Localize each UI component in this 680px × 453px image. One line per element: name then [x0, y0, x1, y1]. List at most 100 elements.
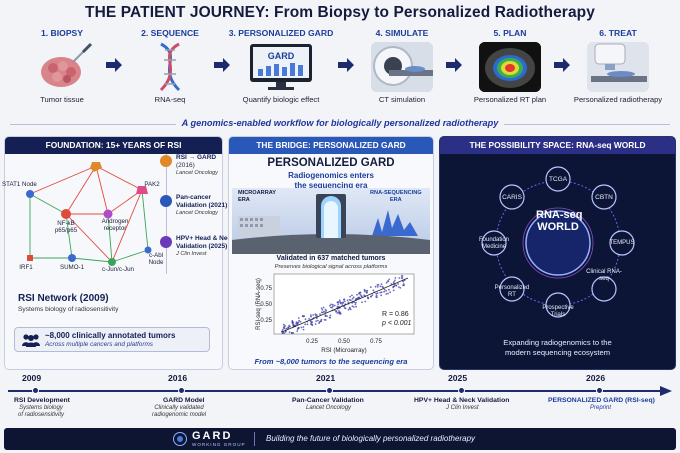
arrow-right-icon: [106, 58, 122, 72]
rsi-network-subtitle: Systems biology of radiosensitivity: [18, 306, 119, 313]
journey-step-gard: 3. PERSONALIZED GARD GARD Quantify biolo…: [226, 28, 336, 104]
y-tick-label: 0.25: [260, 318, 272, 324]
network-node-label: STAT1 Node: [2, 181, 37, 188]
scatter-point: [304, 318, 307, 321]
workflow-subtitle-text: A genomics-enabled workflow for biologic…: [175, 118, 505, 128]
dna-helix-icon: [139, 42, 201, 92]
people-icon: [22, 334, 40, 347]
scatter-point: [375, 292, 378, 295]
scatter-point: [360, 295, 363, 298]
arrow-right-icon: [214, 58, 230, 72]
scatter-point: [341, 304, 344, 306]
scatter-point: [387, 280, 389, 282]
step-label: 1. BIOPSY: [40, 28, 84, 38]
scatter-point: [324, 308, 327, 311]
scatter-point: [330, 306, 332, 309]
scatter-point: [318, 322, 320, 324]
rnaseq-world-diagram: [481, 166, 635, 318]
scatter-point: [338, 310, 340, 312]
x-tick-label: 0.75: [370, 339, 382, 345]
scatter-point: [359, 294, 362, 296]
scatter-point: [337, 303, 340, 306]
scatter-point: [379, 285, 382, 288]
milestone-line: [166, 154, 167, 274]
timeline-year: 2026: [586, 373, 606, 383]
era-label: ERA: [389, 197, 402, 203]
scatter-point: [339, 312, 342, 315]
footer-tagline: Building the future of biologically pers…: [266, 434, 476, 443]
scatter-point: [385, 293, 388, 295]
scatter-point: [302, 326, 305, 328]
network-node-label: c-Abl Node: [148, 252, 164, 266]
scatter-point: [302, 315, 304, 317]
scatter-point: [298, 319, 300, 322]
scatter-point: [282, 323, 285, 326]
step-caption: Tumor tissue: [40, 95, 84, 104]
scatter-point: [288, 324, 291, 327]
scatter-point: [363, 288, 366, 291]
timeline-sub: Preprint: [590, 405, 612, 411]
milestone-journal: Lancet Oncology: [176, 210, 218, 216]
scatter-point: [331, 303, 334, 306]
scatter-point: [322, 306, 325, 309]
network-node-label: IRF1: [19, 264, 33, 271]
scatter-point: [375, 296, 377, 298]
tumor-count-title: ~8,000 clinically annotated tumors: [45, 331, 176, 340]
timeline-dot: [326, 387, 333, 394]
scatter-point: [377, 283, 380, 286]
scatter-point: [311, 324, 314, 327]
bridge-line2: the sequencing era: [294, 181, 368, 190]
scatter-point: [376, 292, 379, 295]
scatter-point: [281, 332, 284, 334]
scatter-point: [335, 310, 337, 313]
scatter-point: [290, 332, 293, 334]
scatter-point: [297, 317, 300, 319]
scatter-point: [392, 285, 395, 288]
scatter-point: [354, 303, 357, 306]
node-personalized-rt: Personalized RT: [494, 285, 530, 298]
node-prospective-trials: Prospective Trials: [542, 305, 574, 318]
p-value: p < 0.001: [381, 320, 411, 327]
journey-step-simulate: 4. SIMULATE CT simulation: [352, 28, 452, 104]
node-clinical-rnaseq: Clinical RNA-seq: [586, 269, 622, 282]
scatter-point: [343, 298, 345, 301]
timeline-title: RSI Development: [14, 397, 70, 404]
scatter-point: [295, 322, 298, 325]
journey-step-sequence: 2. SEQUENCE RNA-seq: [120, 28, 220, 104]
scatter-point: [371, 294, 374, 297]
scatter-point: [320, 318, 323, 321]
monitor-screen-text: GARD: [268, 51, 295, 61]
scatter-point: [352, 296, 355, 299]
scatter-point: [297, 326, 300, 329]
timeline-title: PERSONALIZED GARD (RSI-seq): [548, 397, 655, 404]
scatter-point: [308, 318, 310, 320]
scatter-point: [339, 311, 341, 314]
bridge-illustration: [232, 188, 430, 254]
scatter-point: [375, 294, 378, 297]
x-tick-label: 0.50: [338, 339, 350, 345]
tumor-tissue-icon: [31, 42, 93, 92]
footer-divider: [254, 432, 255, 446]
network-node-label: PAK2: [144, 181, 160, 188]
scatter-point: [333, 304, 336, 307]
scatter-point: [366, 289, 369, 292]
scatter-point: [400, 277, 403, 279]
rsi-network-title: RSI Network (2009): [18, 293, 109, 304]
scatter-point: [304, 323, 307, 326]
scatter-point: [351, 305, 354, 308]
scatter-point: [330, 303, 332, 306]
scatter-point: [356, 297, 359, 300]
scatter-point: [312, 314, 315, 316]
scatter-point: [300, 326, 303, 329]
arrow-right-icon: [338, 58, 354, 72]
arrow-right-icon: [446, 58, 462, 72]
scatter-point: [374, 285, 377, 288]
scatter-point: [336, 305, 339, 308]
scatter-point: [341, 302, 344, 305]
scatter-point: [328, 316, 331, 319]
network-node-label: NF-kB p65/p65: [54, 220, 78, 234]
timeline-dot: [32, 387, 39, 394]
scatter-point: [389, 291, 392, 294]
milestone-title2: (2016): [176, 161, 195, 169]
